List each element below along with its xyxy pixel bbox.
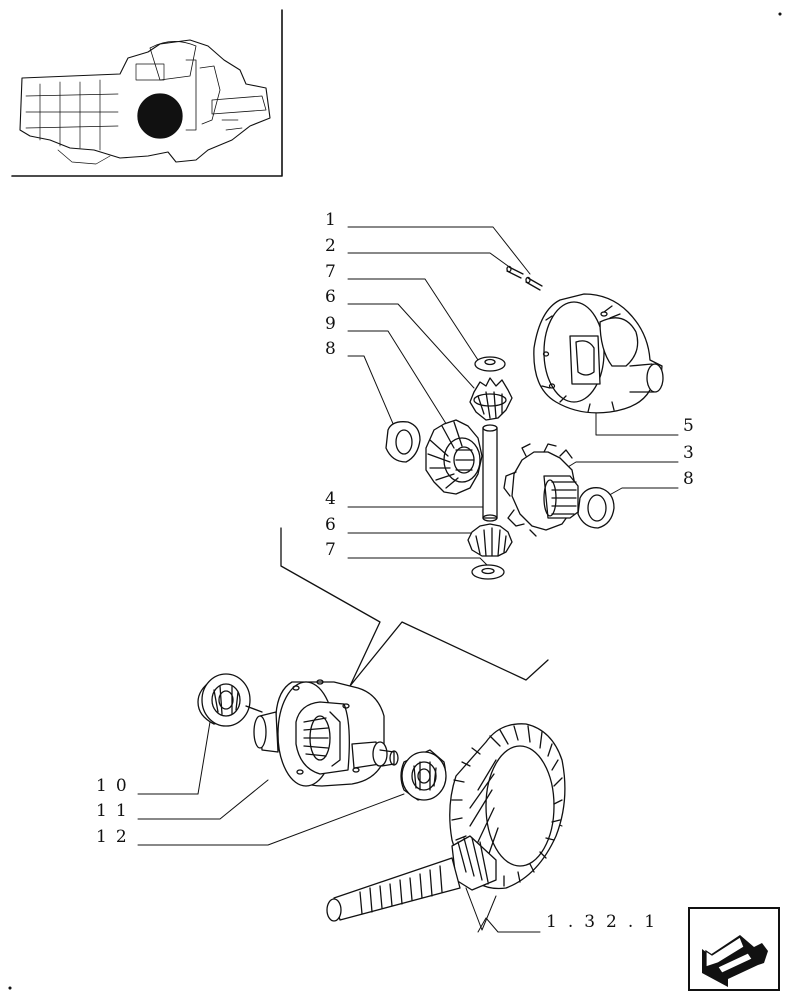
callout-5: 5 xyxy=(683,416,694,436)
crown-wheel-pinion xyxy=(326,723,566,922)
callout-7-lower: 7 xyxy=(325,540,336,560)
thrust-washer-left xyxy=(385,421,421,463)
callout-10: 10 xyxy=(96,776,136,796)
differential-assembly xyxy=(253,679,399,787)
callout-7: 7 xyxy=(325,262,336,282)
side-gear-right xyxy=(503,443,579,537)
callout-1: 1 xyxy=(325,210,336,230)
callout-9: 9 xyxy=(325,314,336,334)
callout-11: 11 xyxy=(96,801,136,821)
reference-label: 1.32.1 xyxy=(546,912,667,932)
callout-6-lower: 6 xyxy=(325,515,336,535)
lower-pinion-set xyxy=(467,523,513,580)
pinion-shaft xyxy=(482,424,498,522)
callout-8-right: 8 xyxy=(683,469,694,489)
bearing-right xyxy=(400,749,447,801)
next-page-button[interactable] xyxy=(688,907,780,991)
overview-thumbnail xyxy=(11,9,283,177)
roll-pins xyxy=(506,265,543,291)
callout-2: 2 xyxy=(325,236,336,256)
next-page-arrow-icon xyxy=(688,907,780,991)
callout-12: 12 xyxy=(96,827,136,847)
callout-4: 4 xyxy=(325,489,336,509)
callout-8: 8 xyxy=(325,339,336,359)
thrust-washer-right xyxy=(577,487,615,529)
side-gear-left xyxy=(425,419,483,495)
bearing-left xyxy=(197,673,263,727)
upper-pinion-set xyxy=(469,356,513,421)
differential-housing xyxy=(533,293,664,414)
callout-3: 3 xyxy=(683,443,694,463)
callout-6: 6 xyxy=(325,287,336,307)
